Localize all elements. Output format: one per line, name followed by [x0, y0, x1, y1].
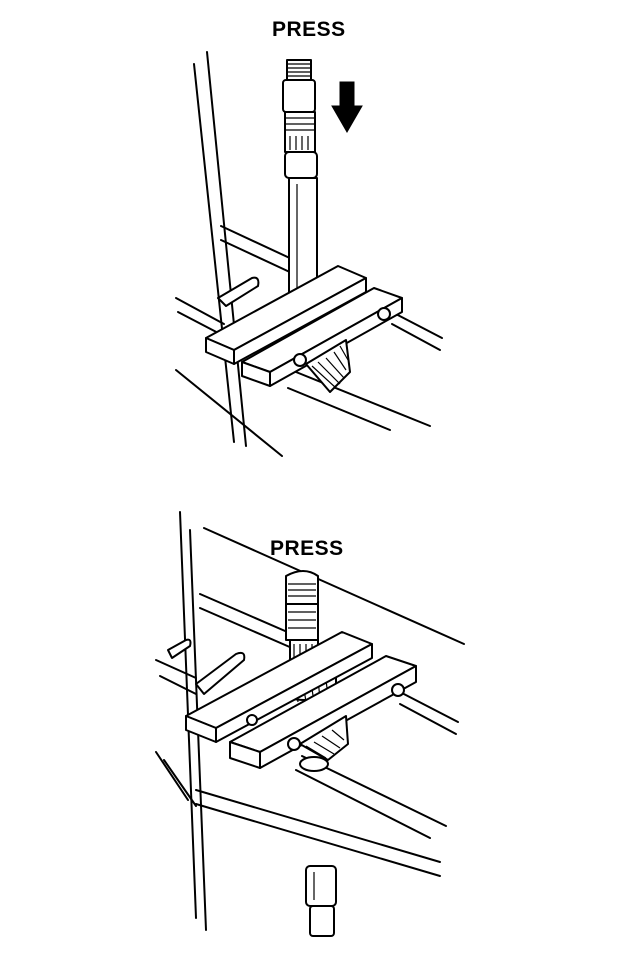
press-label-bottom: PRESS — [270, 537, 344, 560]
shaft-top — [282, 59, 318, 305]
down-arrow-icon — [331, 81, 363, 134]
press-label-top: PRESS — [272, 18, 346, 41]
gear-top — [305, 339, 351, 393]
bearing-splitter-bottom — [185, 631, 417, 769]
bearing-splitter-top — [205, 265, 403, 387]
gear-bottom — [299, 715, 349, 772]
figure-bottom-shaft-removal — [155, 511, 465, 937]
press-frame-top — [175, 51, 443, 457]
figure-top-shaft-removal — [175, 51, 443, 457]
shaft-end-bottom — [305, 865, 337, 937]
